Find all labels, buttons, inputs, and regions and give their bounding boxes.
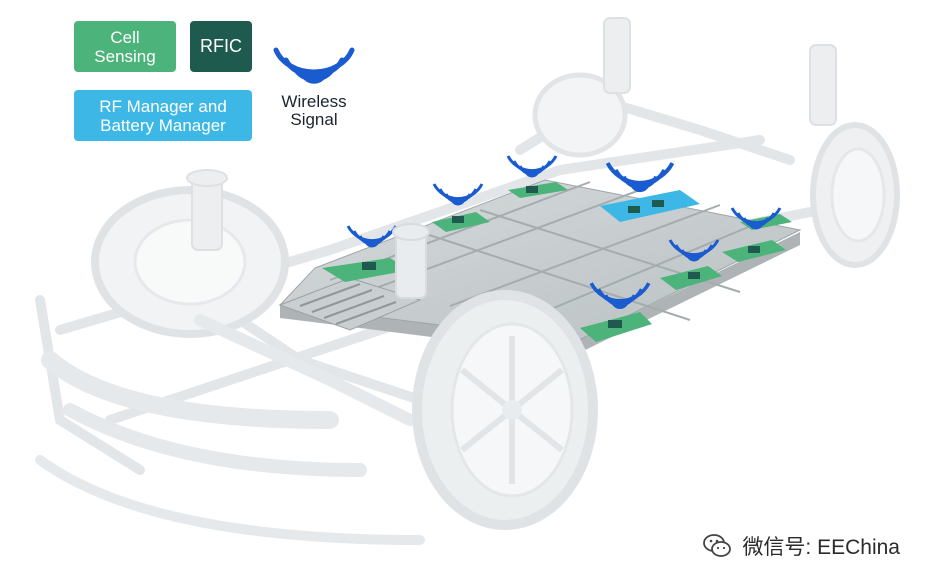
legend-rfic: RFIC — [190, 21, 252, 72]
rfic-chip — [748, 246, 760, 253]
legend-cell-sensing: Cell Sensing — [74, 21, 176, 72]
watermark-text: 微信号: EEChina — [742, 536, 900, 559]
wireless-signal-icon — [273, 47, 355, 84]
front-crash-structure — [35, 314, 425, 545]
rear-right-wheel — [810, 122, 900, 268]
rfic-chip — [362, 262, 376, 270]
legend-rf-battery-manager: RF Manager and Battery Manager — [74, 90, 252, 141]
wireless-signal-icon — [608, 163, 673, 190]
rfic-chips — [362, 186, 760, 328]
rear-left-wheel — [532, 72, 628, 158]
rear-struts — [603, 17, 837, 126]
wechat-icon — [703, 534, 732, 557]
rf-battery-manager-module — [600, 190, 700, 222]
rfic-chip — [452, 216, 464, 223]
watermark: 微信号: EEChina — [702, 531, 900, 561]
rfic-chip — [526, 186, 538, 193]
front-left-wheel — [91, 186, 289, 338]
rfic-chip — [608, 320, 622, 328]
front-right-wheel — [412, 290, 598, 530]
rfic-chip — [688, 272, 700, 279]
legend-wireless-signal-label: Wireless Signal — [281, 92, 347, 129]
front-left-strut — [186, 169, 228, 251]
front-center-strut — [392, 223, 430, 299]
